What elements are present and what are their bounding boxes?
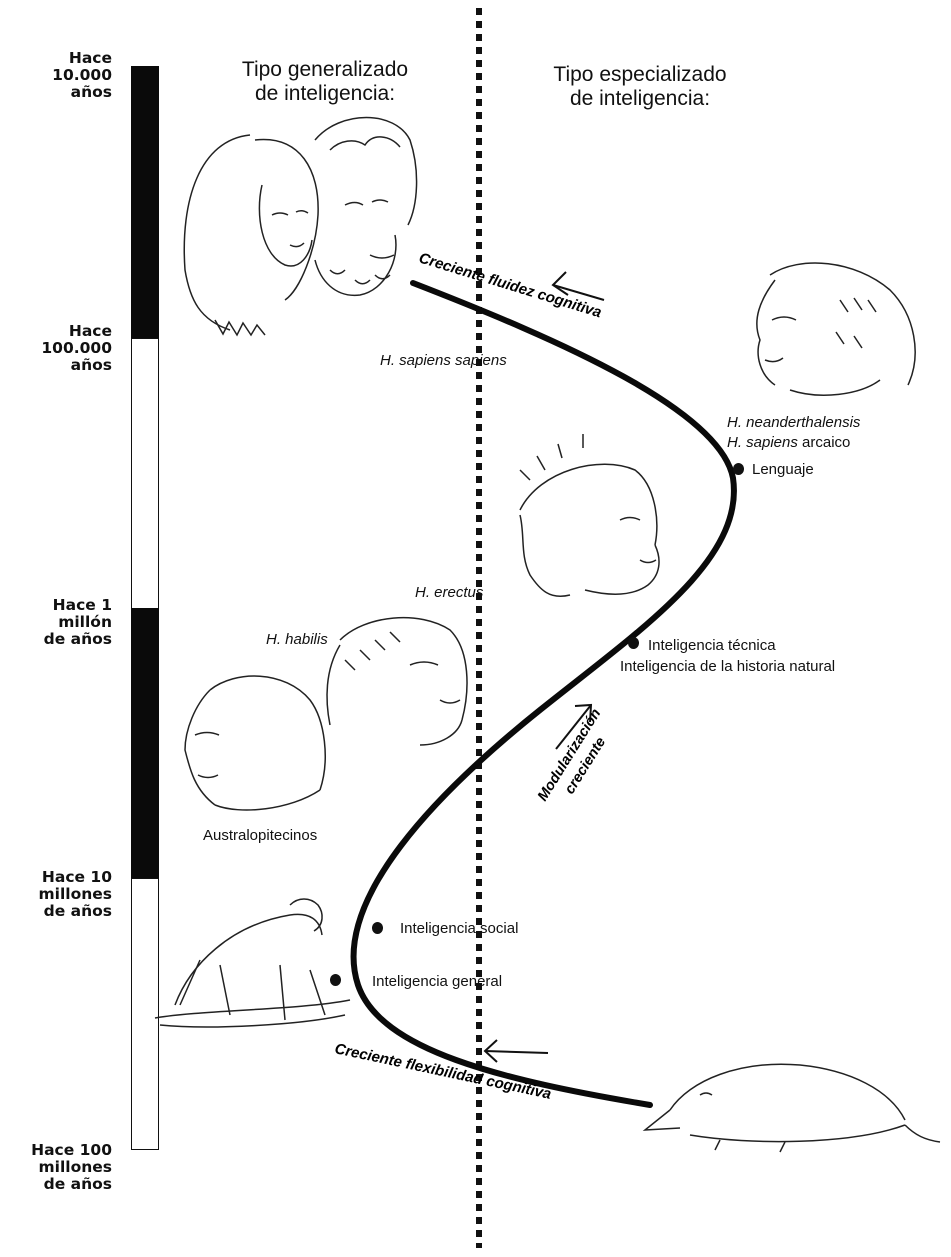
label-inteligencia-tecnica: Inteligencia técnica — [648, 637, 776, 654]
milestone-dot-general — [330, 974, 341, 986]
label-lenguaje: Lenguaje — [752, 461, 814, 478]
shrew-illustration — [642, 1063, 941, 1153]
monkey-illustration — [154, 898, 351, 1028]
label-inteligencia-general: Inteligencia general — [372, 973, 503, 990]
erectus-illustration — [519, 434, 660, 597]
label-h-sapiens-sapiens: H. sapiens sapiens — [380, 352, 507, 369]
timeline-segment-dark-1 — [131, 66, 159, 338]
arrow-fluidez — [551, 271, 605, 301]
label-h-sapiens-arcaico-italic: H. sapiens — [727, 434, 798, 451]
milestone-dot-tecnica — [628, 637, 639, 649]
timeline-segment-light-2 — [131, 878, 159, 1150]
label-h-habilis: H. habilis — [266, 631, 328, 648]
label-creciente-flexibilidad: Creciente flexibilidad cognitiva — [333, 1040, 553, 1103]
arrow-modularizacion — [555, 703, 593, 750]
label-australopitecinos: Australopitecinos — [203, 827, 318, 844]
label-inteligencia-historia-natural: Inteligencia de la historia natural — [620, 658, 836, 675]
neanderthal-illustration — [756, 262, 916, 396]
habilis-illustration — [326, 616, 468, 746]
milestone-dot-lenguaje — [733, 463, 744, 475]
label-h-erectus: H. erectus — [415, 584, 484, 601]
timeline-segment-dark-2 — [131, 608, 159, 878]
modern-humans-illustration — [183, 116, 418, 337]
label-h-sapiens-arcaico: H. sapiens arcaico — [727, 434, 850, 451]
label-inteligencia-social: Inteligencia social — [400, 920, 519, 937]
australopithecus-illustration — [184, 675, 326, 811]
milestone-dot-social — [372, 922, 383, 934]
timeline-segment-light-1 — [131, 338, 159, 610]
evolution-curve — [350, 280, 737, 1108]
label-h-neanderthalensis: H. neanderthalensis — [727, 414, 861, 431]
arrow-flexibilidad — [483, 1039, 549, 1063]
label-creciente-fluidez: Creciente fluidez cognitiva — [417, 250, 604, 322]
label-h-sapiens-arcaico-plain: arcaico — [802, 434, 851, 451]
